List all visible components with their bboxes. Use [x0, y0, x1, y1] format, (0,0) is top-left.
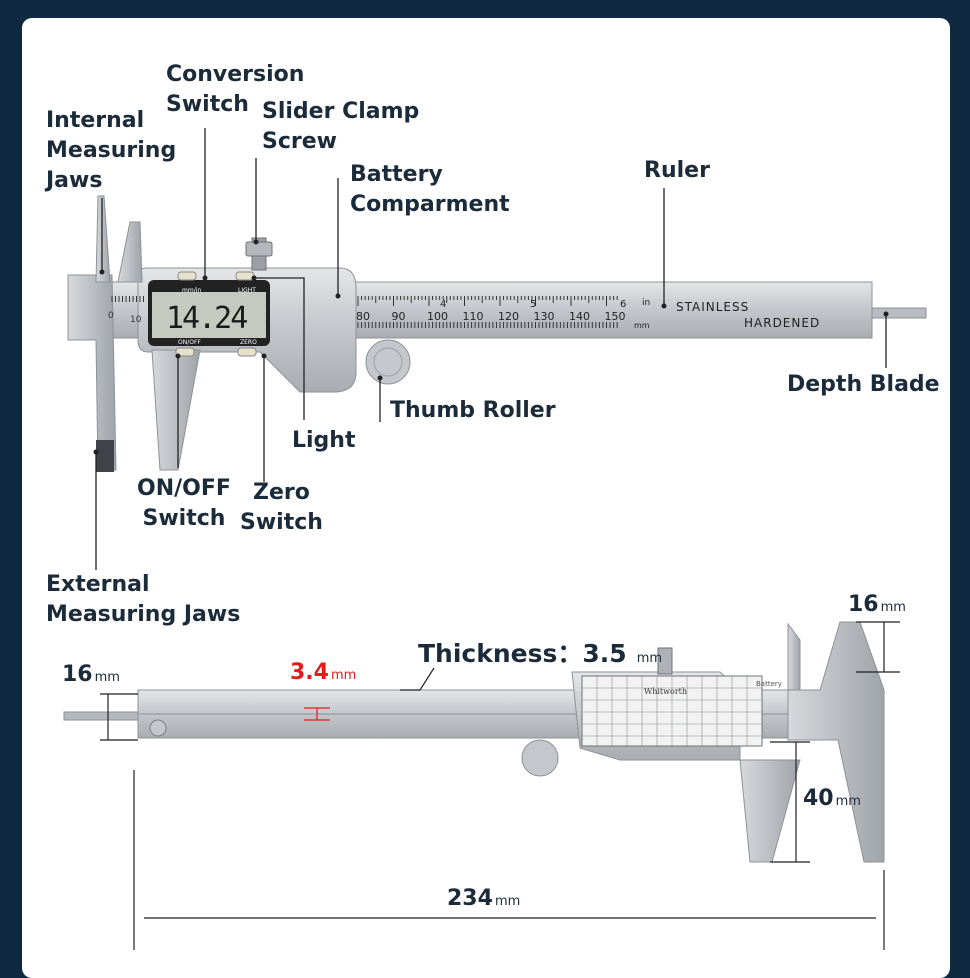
inch-number: 4	[440, 299, 446, 310]
internal-jaw-fixed	[95, 195, 111, 283]
label-external-jaws: External Measuring Jaws	[46, 572, 241, 627]
label-ruler: Ruler	[644, 158, 710, 183]
zero-button[interactable]	[237, 347, 257, 357]
back-battery-text: Battery	[756, 680, 782, 688]
onoff-button[interactable]	[175, 347, 195, 357]
inch-number: 6	[620, 299, 626, 310]
scale-number: 100	[427, 310, 448, 323]
lcd-value: 14.24	[166, 301, 247, 336]
scale-number: 130	[534, 310, 555, 323]
back-table-title: Whitworth	[644, 687, 687, 696]
top-caliper	[67, 128, 927, 570]
mm-text: mm	[634, 321, 650, 330]
scale-number: 140	[569, 310, 590, 323]
thumb-roller[interactable]	[365, 339, 411, 385]
depth-blade	[871, 307, 927, 319]
label-light: Light	[292, 428, 356, 453]
display-unit-text: mm/in	[182, 287, 201, 294]
onoff-text: ON/OFF	[178, 339, 201, 346]
scale-number: 120	[498, 310, 519, 323]
label-slider-clamp: Slider Clamp Screw	[262, 99, 420, 154]
stainless-text: STAINLESS	[676, 300, 749, 314]
internal-jaw-slider	[117, 221, 143, 283]
hardened-text: HARDENED	[744, 316, 820, 330]
label-onoff-switch: ON/OFF Switch	[137, 476, 231, 531]
inch-number: 5	[530, 299, 536, 310]
light-button[interactable]	[235, 271, 255, 281]
label-zero-switch: Zero Switch	[240, 480, 323, 535]
label-battery: Battery Comparment	[350, 162, 510, 217]
external-jaw-slider	[151, 349, 201, 471]
jaw-scale-10: 10	[130, 315, 142, 325]
label-depth-blade: Depth Blade	[787, 372, 940, 397]
conversion-button[interactable]	[177, 271, 197, 281]
light-text: LIGHT	[238, 287, 256, 294]
zero-text: ZERO	[240, 339, 257, 346]
scale-number: 110	[463, 310, 484, 323]
lcd-screen	[152, 292, 266, 338]
bottom-caliper	[63, 621, 900, 950]
label-conversion-switch: Conversion Switch	[166, 62, 305, 117]
scale-number: 90	[392, 310, 406, 323]
scale-number: 150	[605, 310, 626, 323]
product-card	[22, 18, 950, 978]
jaw-scale-0: 0	[108, 311, 114, 321]
label-internal-jaws: Internal Measuring Jaws	[46, 108, 177, 193]
label-thumb-roller: Thumb Roller	[390, 398, 556, 423]
in-text: in	[642, 298, 650, 308]
scale-number: 80	[356, 310, 370, 323]
